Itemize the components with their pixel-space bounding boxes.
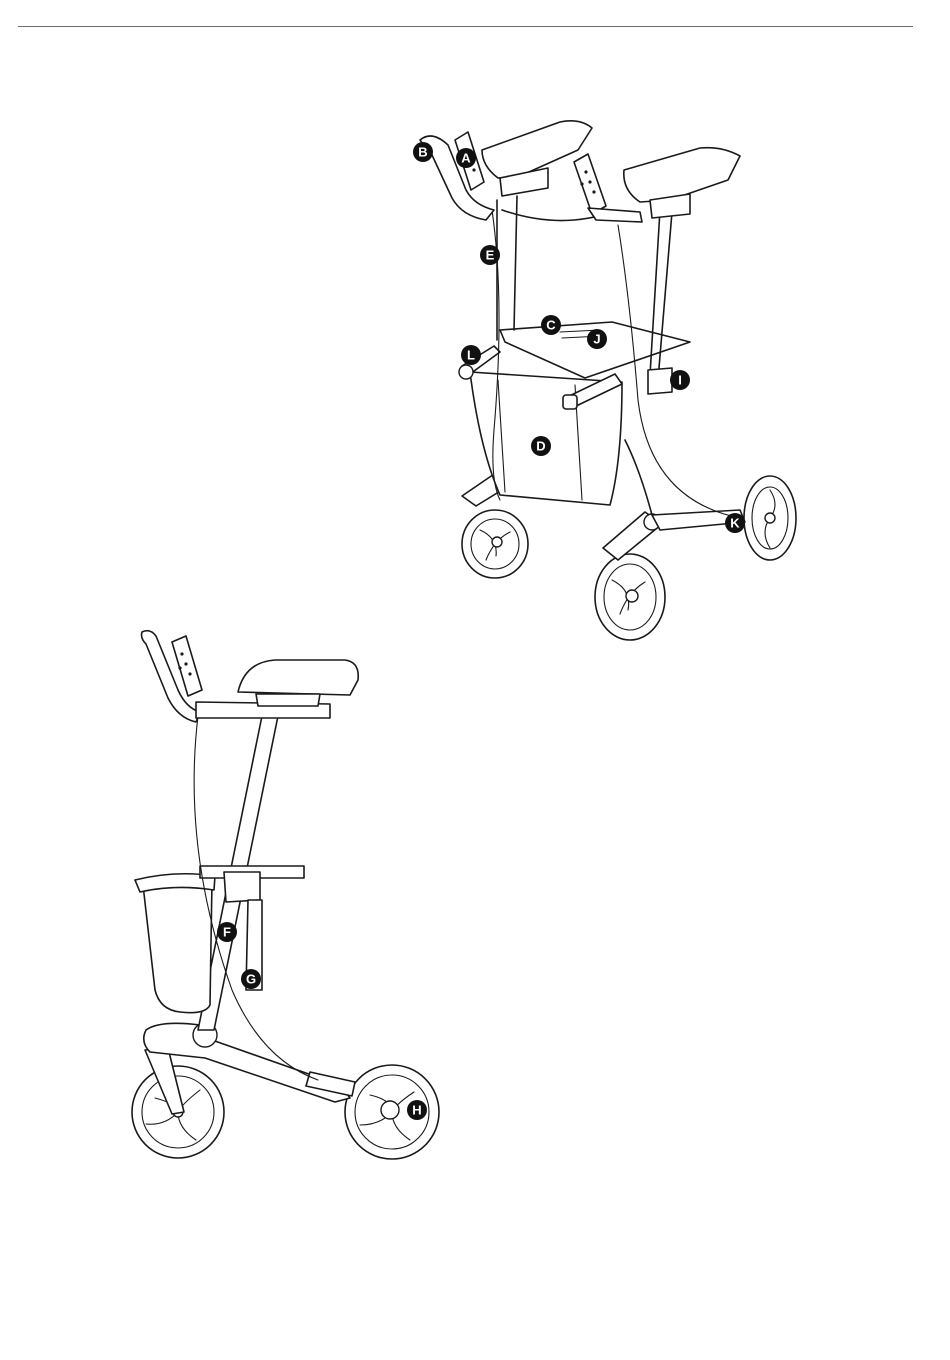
svg-text:D: D — [536, 439, 545, 454]
svg-text:C: C — [546, 318, 556, 333]
callout-b: B — [413, 142, 433, 162]
rollator-front-view — [420, 121, 796, 640]
svg-text:F: F — [223, 925, 231, 940]
callout-k: K — [725, 513, 745, 533]
svg-text:J: J — [593, 332, 600, 347]
svg-text:I: I — [678, 373, 682, 388]
callout-l: L — [461, 345, 481, 365]
svg-text:H: H — [412, 1103, 421, 1118]
svg-text:E: E — [486, 248, 495, 263]
callout-g: G — [241, 969, 261, 989]
svg-text:L: L — [467, 348, 475, 363]
front-right-wheel — [595, 554, 665, 640]
callout-i: I — [670, 370, 690, 390]
callout-e: E — [480, 245, 500, 265]
callout-h: H — [407, 1100, 427, 1120]
callout-f: F — [217, 922, 237, 942]
svg-text:B: B — [418, 145, 427, 160]
rollator-side-view — [132, 631, 439, 1159]
svg-text:A: A — [461, 151, 471, 166]
callout-a: A — [456, 148, 476, 168]
rear-right-wheel — [744, 476, 796, 560]
callout-c: C — [541, 315, 561, 335]
svg-text:K: K — [730, 516, 740, 531]
callout-d: D — [531, 436, 551, 456]
callout-j: J — [587, 329, 607, 349]
svg-text:G: G — [246, 972, 256, 987]
front-left-wheel — [462, 510, 528, 578]
